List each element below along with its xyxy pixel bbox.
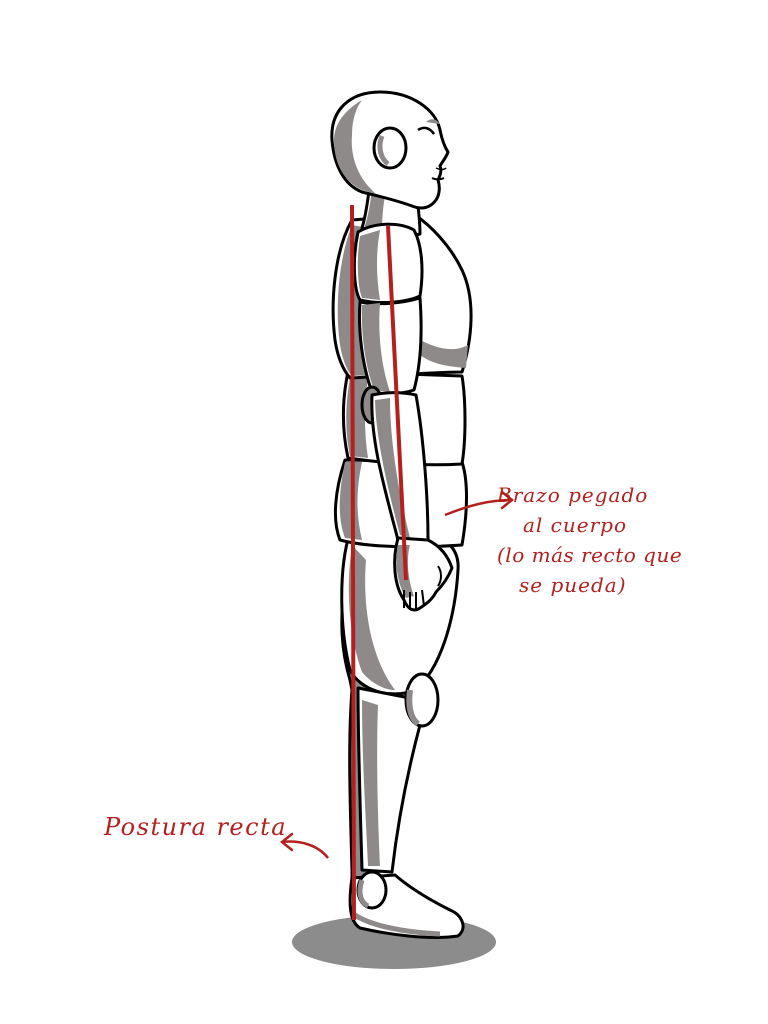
arm-annotation-line-2: al cuerpo <box>523 513 627 537</box>
knee-joint <box>404 672 440 728</box>
eye <box>417 126 436 135</box>
mouth <box>431 177 445 181</box>
arm-note-arrow <box>444 498 513 517</box>
arm-annotation-line-4: se pueda) <box>519 573 627 597</box>
posture-guide-line <box>350 204 356 921</box>
arm-guide-line <box>386 225 408 581</box>
arm-annotation-line-1: Brazo pegado <box>497 483 649 507</box>
posture-annotation: Postura recta <box>104 813 288 841</box>
lower-leg-shade <box>362 700 380 866</box>
arm-annotation-line-3: (lo más recto que <box>497 543 683 567</box>
posture-note-arrow <box>281 840 329 859</box>
thigh-shade <box>348 545 395 690</box>
arm-annotation: Brazo pegado al cuerpo (lo más recto que… <box>497 480 697 600</box>
